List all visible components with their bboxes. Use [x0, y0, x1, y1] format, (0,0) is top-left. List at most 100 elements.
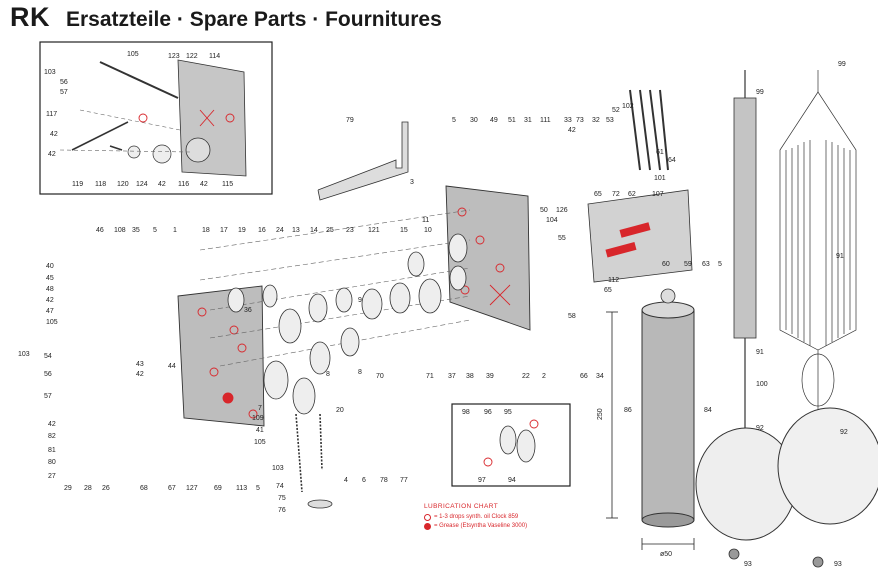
svg-text:56: 56	[44, 371, 52, 378]
svg-text:103: 103	[18, 351, 30, 358]
svg-text:11: 11	[422, 217, 429, 224]
legend-grease-row: = Grease (Etsyntha Vaseline 3000)	[424, 522, 574, 531]
svg-text:81: 81	[48, 447, 56, 454]
svg-text:44: 44	[168, 363, 176, 370]
svg-text:9: 9	[358, 297, 362, 304]
svg-text:103: 103	[44, 69, 56, 76]
svg-text:17: 17	[220, 227, 228, 234]
svg-text:3: 3	[410, 179, 414, 186]
dimension-diameter: ø50	[660, 551, 672, 558]
svg-text:27: 27	[48, 473, 56, 480]
inset-oil-points	[138, 109, 235, 127]
svg-text:14: 14	[310, 227, 318, 234]
svg-text:41: 41	[256, 427, 264, 434]
svg-text:39: 39	[486, 373, 494, 380]
svg-text:10: 10	[424, 227, 432, 234]
svg-text:23: 23	[346, 227, 354, 234]
svg-text:120: 120	[117, 181, 129, 188]
wheel-train	[227, 233, 468, 415]
svg-text:117: 117	[46, 111, 57, 118]
svg-text:22: 22	[522, 373, 530, 380]
svg-text:72: 72	[612, 191, 620, 198]
svg-text:116: 116	[178, 181, 189, 188]
svg-text:51: 51	[508, 117, 516, 124]
strike-plate	[587, 189, 693, 283]
svg-text:97: 97	[478, 477, 486, 484]
bracket-79	[317, 121, 409, 201]
svg-text:1: 1	[173, 227, 177, 234]
inset-plate	[177, 59, 247, 177]
svg-text:91: 91	[836, 253, 844, 260]
svg-text:71: 71	[426, 373, 434, 380]
svg-text:119: 119	[72, 181, 83, 188]
svg-text:103: 103	[272, 465, 284, 472]
svg-text:67: 67	[168, 485, 176, 492]
legend-grease-text: = Grease (Etsyntha Vaseline 3000)	[434, 523, 528, 529]
back-plate-oil-points	[457, 207, 511, 306]
svg-text:26: 26	[102, 485, 110, 492]
svg-text:102: 102	[622, 103, 634, 110]
page-header: RK Ersatzteile · Spare Parts · Fournitur…	[10, 2, 442, 32]
svg-text:95: 95	[504, 409, 512, 416]
svg-text:24: 24	[276, 227, 284, 234]
svg-text:69: 69	[214, 485, 222, 492]
svg-text:13: 13	[292, 227, 300, 234]
svg-text:98: 98	[462, 409, 470, 416]
svg-text:105: 105	[254, 439, 266, 446]
svg-text:32: 32	[592, 117, 600, 124]
svg-text:29: 29	[64, 485, 72, 492]
svg-text:57: 57	[44, 393, 52, 400]
svg-text:40: 40	[46, 263, 54, 270]
svg-text:93: 93	[744, 561, 752, 568]
chain	[295, 413, 303, 493]
svg-text:48: 48	[46, 286, 54, 293]
pendulum-rod-flat	[733, 97, 757, 339]
gridiron-pendulum	[779, 70, 857, 410]
svg-text:18: 18	[202, 227, 210, 234]
svg-text:115: 115	[222, 181, 233, 188]
svg-text:92: 92	[756, 425, 764, 432]
svg-text:35: 35	[132, 227, 140, 234]
svg-text:79: 79	[346, 117, 354, 124]
grease-dot-icon	[424, 523, 431, 530]
legend-oil-text: = 1-3 drops synth. oil Clock 859	[434, 514, 519, 520]
svg-text:122: 122	[186, 53, 198, 60]
svg-text:42: 42	[48, 151, 56, 158]
svg-text:74: 74	[276, 483, 284, 490]
svg-text:56: 56	[60, 79, 68, 86]
svg-text:96: 96	[484, 409, 492, 416]
svg-text:80: 80	[48, 459, 56, 466]
svg-text:127: 127	[186, 485, 198, 492]
svg-text:4: 4	[344, 477, 348, 484]
svg-text:42: 42	[48, 421, 56, 428]
svg-text:49: 49	[490, 117, 498, 124]
inset-frame-bottom	[451, 403, 571, 487]
svg-text:94: 94	[508, 477, 516, 484]
svg-text:42: 42	[568, 127, 576, 134]
svg-text:5: 5	[153, 227, 157, 234]
svg-text:101: 101	[654, 175, 666, 182]
svg-text:77: 77	[400, 477, 408, 484]
svg-text:36: 36	[244, 307, 252, 314]
svg-text:58: 58	[568, 313, 576, 320]
lubrication-legend: LUBRICATION CHART = 1-3 drops synth. oil…	[424, 502, 574, 531]
svg-text:20: 20	[336, 407, 344, 414]
svg-text:42: 42	[46, 297, 54, 304]
page-title: Ersatzteile · Spare Parts · Fournitures	[66, 8, 442, 31]
svg-text:53: 53	[606, 117, 614, 124]
svg-text:38: 38	[466, 373, 474, 380]
svg-text:61: 61	[656, 149, 664, 156]
svg-text:54: 54	[44, 353, 52, 360]
svg-text:107: 107	[652, 191, 664, 198]
svg-text:33: 33	[564, 117, 572, 124]
svg-text:31: 31	[524, 117, 532, 124]
svg-text:126: 126	[556, 207, 568, 214]
svg-text:42: 42	[136, 371, 144, 378]
svg-text:42: 42	[50, 131, 58, 138]
svg-text:6: 6	[362, 477, 366, 484]
svg-text:75: 75	[278, 495, 286, 502]
svg-text:113: 113	[236, 485, 247, 492]
svg-text:68: 68	[140, 485, 148, 492]
svg-text:105: 105	[46, 319, 58, 326]
